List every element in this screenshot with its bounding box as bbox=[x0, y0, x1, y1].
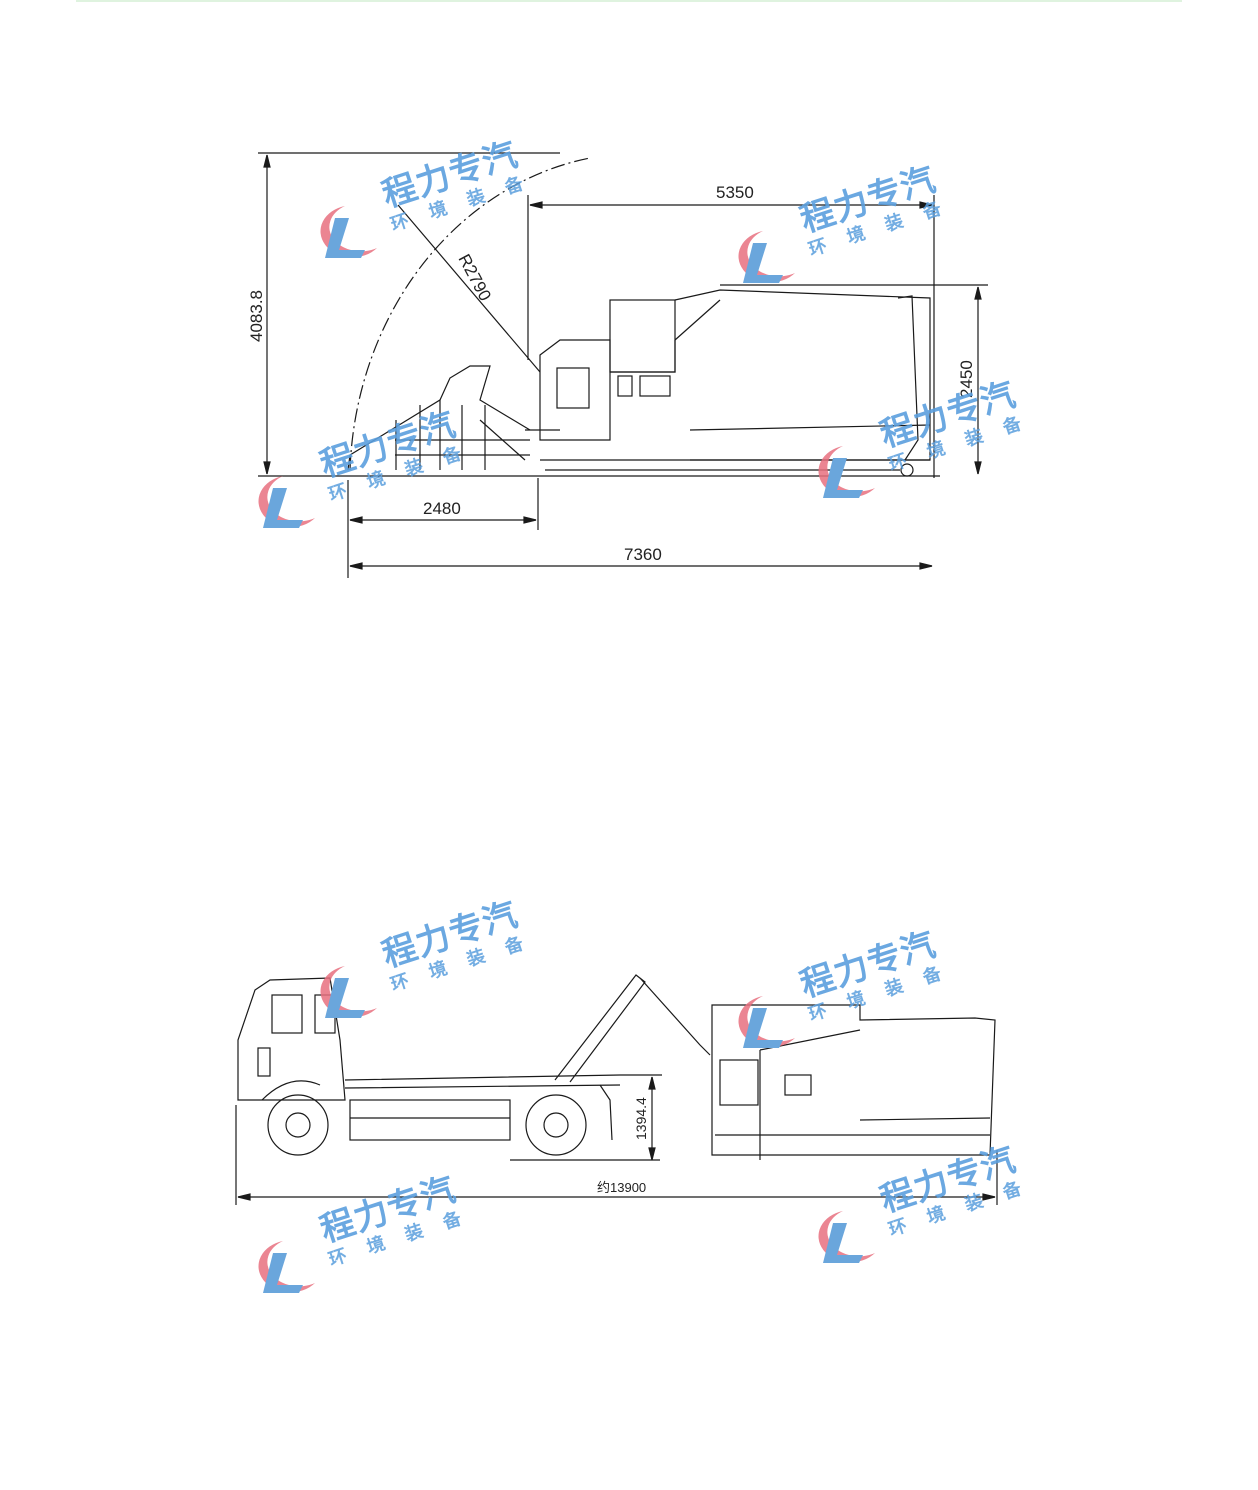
clw-logo-icon bbox=[320, 966, 377, 1018]
top-border bbox=[76, 0, 1182, 2]
clw-logo-icon bbox=[320, 206, 377, 258]
drawing-1-container-side-view: 4083.8 R2790 5350 2450 2480 7360 bbox=[247, 152, 988, 578]
watermark: 程力专汽 环境装备 bbox=[723, 924, 1013, 1070]
dim-overall-height: 4083.8 bbox=[247, 290, 266, 342]
watermark: 程力专汽 环境装备 bbox=[723, 159, 1013, 305]
watermark: 程力专汽 环境装备 bbox=[305, 894, 595, 1040]
clw-logo-icon bbox=[818, 1211, 875, 1263]
watermark: 程力专汽 环境装备 bbox=[803, 1139, 1093, 1285]
clw-logo-icon bbox=[258, 476, 315, 528]
drawing-2-truck-loading-view: 1394.4 约13900 bbox=[235, 974, 998, 1205]
dim-loader-length: 2480 bbox=[423, 499, 461, 518]
clw-logo-icon bbox=[738, 996, 795, 1048]
dim-body-height: 2450 bbox=[957, 360, 976, 398]
dim-body-length: 5350 bbox=[716, 183, 754, 202]
clw-logo-icon bbox=[818, 446, 875, 498]
watermark: 程力专汽 环境装备 bbox=[305, 134, 595, 280]
dim-overall-length: 7360 bbox=[624, 545, 662, 564]
clw-logo-icon bbox=[258, 1241, 315, 1293]
dim-hook-height: 1394.4 bbox=[633, 1097, 649, 1140]
clw-logo-icon bbox=[738, 231, 795, 283]
watermark: 程力专汽 环境装备 bbox=[243, 1169, 533, 1315]
watermark: 程力专汽 环境装备 bbox=[803, 374, 1093, 520]
watermark: 程力专汽 环境装备 bbox=[243, 404, 533, 550]
dim-truck-overall-length: 约13900 bbox=[597, 1180, 646, 1195]
